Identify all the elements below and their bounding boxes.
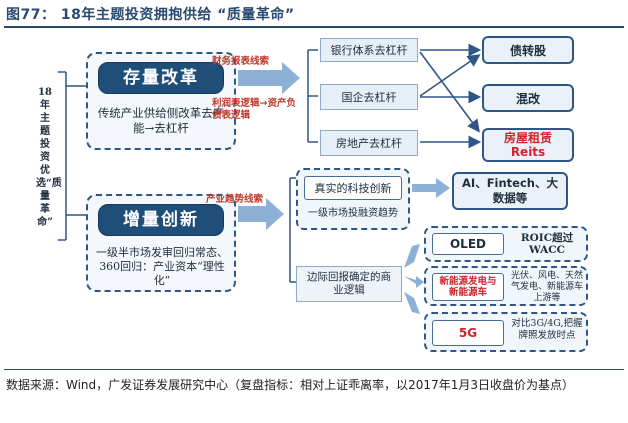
bank-deleverage-box: 银行体系去杠杆 (320, 38, 418, 62)
reits-text: Reits (510, 145, 546, 159)
title-rule (4, 26, 624, 28)
figure-title: 图77： 18年主题投资拥抱供给 “质量革命” (6, 7, 295, 23)
primary-trend-label: 一级市场投融资趋势 (308, 208, 398, 219)
housing-rental-box: 房屋租赁 Reits (482, 128, 574, 162)
arrow-bank-to-housing (419, 51, 480, 133)
roic-note: ROIC超过WACC (520, 232, 574, 256)
tech-innovation-group: 真实的科技创新 一级市场投融资趋势 (296, 168, 410, 230)
stock-reform-group: 存量改革 传统产业供给侧改革去产能→去杠杆 (86, 52, 236, 150)
fan-arrow-oled (404, 244, 420, 268)
housing-rental-text: 房屋租赁 (503, 131, 552, 145)
soe-deleverage-box: 国企去杠杆 (320, 84, 418, 110)
finance-arrow (238, 62, 300, 94)
profit-logic-label: 利润表逻辑→资产负债表逻辑 (212, 98, 296, 121)
debt-to-equity-box: 债转股 (482, 36, 574, 64)
mixed-ownership-box: 混改 (482, 84, 574, 112)
stock-reform-pill: 存量改革 (98, 62, 224, 94)
footnote-rule (4, 369, 624, 370)
estate-deleverage-box: 房地产去杠杆 (320, 130, 418, 156)
pv-wind-note: 光伏、风电、天然气发电、新能源车上游等 (510, 271, 583, 303)
vertical-theme-label: 18年主题投资优选“质量革命” (36, 87, 62, 228)
5g-group: 5G 对比3G/4G,把握牌照发放时点 (424, 312, 588, 352)
ai-fintech-box: AI、Fintech、大数据等 (452, 172, 568, 210)
5g-license-note: 对比3G/4G,把握牌照发放时点 (511, 318, 583, 341)
new-energy-box: 新能源发电与新能源车 (432, 273, 504, 301)
bracket-line (58, 71, 86, 241)
fan-arrow-5g (404, 292, 420, 314)
innovation-group: 增量创新 一级半市场发审回归常态、360回归：产业资本“理性化” (86, 194, 236, 292)
tech-arrow (412, 178, 450, 198)
arrow-soe-to-debt (419, 54, 481, 97)
deleverage-bracket (307, 49, 318, 143)
marginal-return-box: 边际回报确定的商业逻辑 (296, 266, 402, 302)
fan-arrow-energy (404, 276, 424, 288)
oled-group: OLED ROIC超过WACC (424, 226, 588, 262)
innovation-pill: 增量创新 (98, 204, 224, 236)
industry-arrow (238, 198, 284, 230)
stock-reform-note: 传统产业供给侧改革去产能→去杠杆 (97, 106, 225, 135)
finance-clue-label: 财务报表线索 (212, 56, 270, 67)
source-footnote: 数据来源：Wind，广发证券发展研究中心（复盘指标：相对上证乖离率，以2017年… (6, 378, 574, 392)
innovation-note: 一级半市场发审回归常态、360回归：产业资本“理性化” (96, 246, 228, 287)
oled-box: OLED (432, 233, 504, 255)
industry-clue-label: 产业趋势线索 (206, 194, 264, 205)
tech-innovation-box: 真实的科技创新 (304, 176, 402, 200)
5g-box: 5G (432, 320, 504, 346)
new-energy-group: 新能源发电与新能源车 光伏、风电、天然气发电、新能源车上游等 (424, 266, 588, 306)
